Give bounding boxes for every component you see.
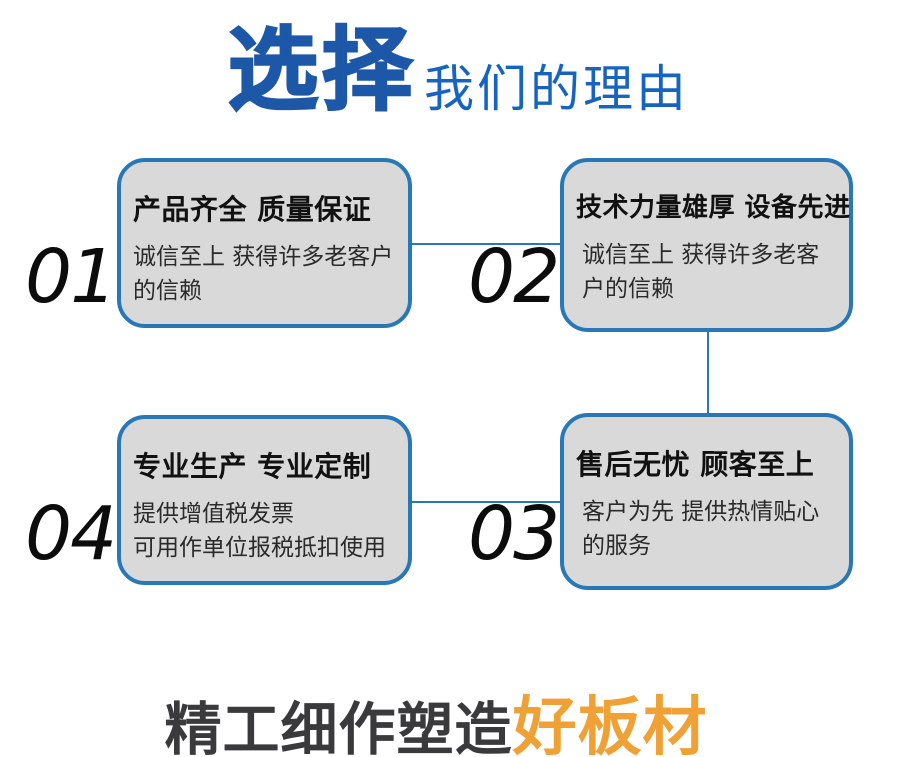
- reason-card-04: 专业生产 专业定制 提供增值税发票 可用作单位报税抵扣使用: [117, 415, 412, 585]
- reason-title: 技术力量雄厚 设备先进: [576, 193, 851, 223]
- reason-title: 专业生产 专业定制: [133, 450, 372, 483]
- step-number-02: 02: [468, 234, 560, 320]
- step-number-01: 01: [25, 234, 117, 320]
- footer-slogan: 精工细作塑造好板材: [0, 676, 886, 757]
- reason-title: 产品齐全 质量保证: [133, 193, 372, 226]
- step-number-03: 03: [468, 491, 560, 577]
- page-subtitle: 我们的理由: [424, 60, 689, 118]
- step-number-04: 04: [25, 491, 117, 577]
- reason-description: 诚信至上 获得许多老客户的信赖: [133, 244, 394, 305]
- reason-description: 客户为先 提供热情贴心的服务: [582, 499, 820, 560]
- reason-card-02: 技术力量雄厚 设备先进 诚信至上 获得许多老客户的信赖: [560, 158, 853, 332]
- reason-description: 提供增值税发票 可用作单位报税抵扣使用: [133, 501, 386, 562]
- page-title: 选择: [227, 18, 416, 123]
- reason-card-03: 售后无忧 顾客至上 客户为先 提供热情贴心的服务: [560, 413, 853, 590]
- connector-line-bottom: [410, 501, 562, 503]
- reason-card-01: 产品齐全 质量保证 诚信至上 获得许多老客户的信赖: [117, 158, 412, 328]
- footer-slogan-orange: 好板材: [512, 691, 708, 757]
- connector-line-vertical: [707, 331, 709, 415]
- reason-title: 售后无忧 顾客至上: [576, 448, 815, 481]
- reason-description: 诚信至上 获得许多老客户的信赖: [582, 241, 820, 302]
- footer-slogan-dark: 精工细作塑造: [164, 697, 513, 757]
- connector-line-top: [410, 243, 562, 245]
